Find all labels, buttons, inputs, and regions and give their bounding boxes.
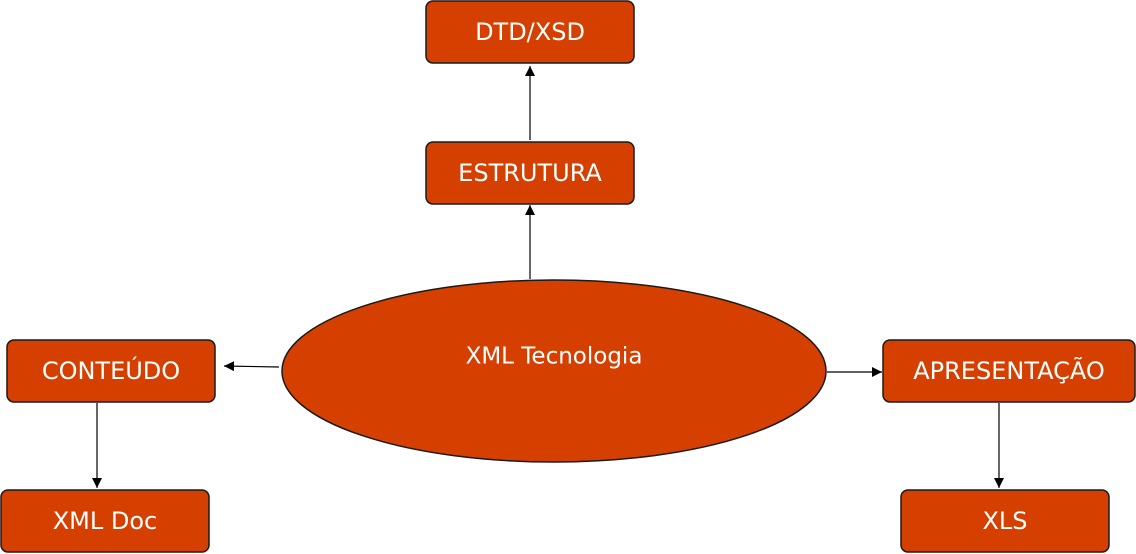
- node-estrutura-box: [425, 141, 635, 205]
- node-conteudo: CONTEÚDO: [6, 339, 216, 403]
- connector-center-to-conteudo: [223, 361, 280, 372]
- node-xml-doc: XML Doc: [0, 489, 210, 553]
- node-dtd-xsd-label: DTD/XSD: [475, 18, 585, 46]
- node-xls: XLS: [900, 489, 1110, 553]
- node-apresentacao-label: APRESENTAÇÃO: [913, 355, 1105, 385]
- node-xml-doc-label: XML Doc: [53, 507, 158, 535]
- node-dtd-xsd-box: [425, 0, 635, 64]
- node-estrutura: ESTRUTURA: [425, 141, 635, 205]
- node-apresentacao-box: [882, 339, 1136, 403]
- node-xls-box: [900, 489, 1110, 553]
- center-ellipse: [281, 279, 827, 463]
- node-estrutura-label: ESTRUTURA: [458, 159, 602, 187]
- node-xls-label: XLS: [982, 507, 1027, 535]
- node-xml-doc-box: [0, 489, 210, 553]
- node-conteudo-label: CONTEÚDO: [42, 355, 180, 385]
- node-dtd-xsd: DTD/XSD: [425, 0, 635, 64]
- node-conteudo-box: [6, 339, 216, 403]
- center-node: XML Tecnologia: [281, 279, 827, 463]
- node-apresentacao: APRESENTAÇÃO: [882, 339, 1136, 403]
- center-label: XML Tecnologia: [466, 344, 643, 370]
